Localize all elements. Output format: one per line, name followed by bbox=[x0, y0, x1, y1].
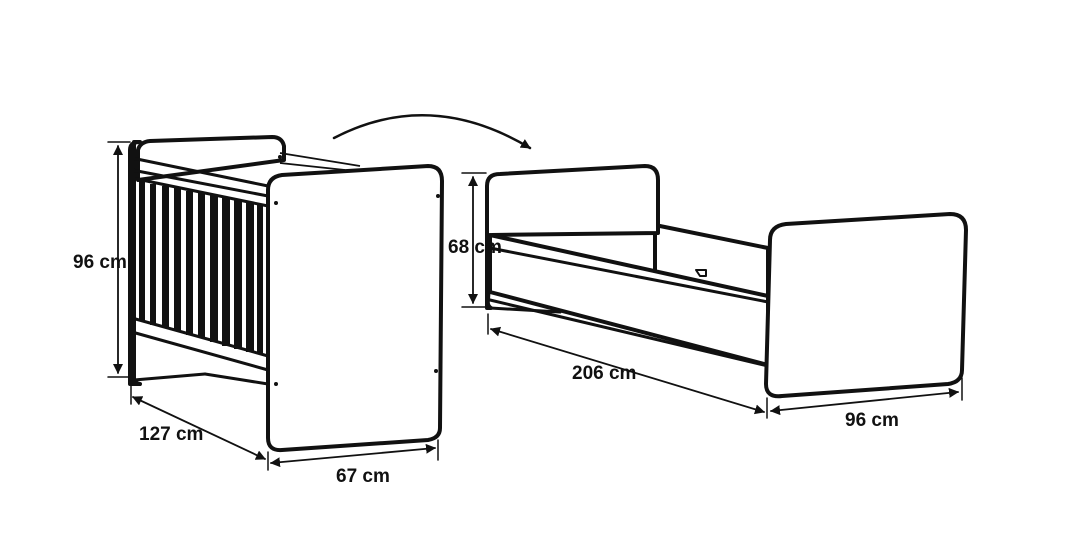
bed-headboard bbox=[485, 164, 660, 310]
crib-slats bbox=[139, 181, 263, 354]
crib-screws bbox=[274, 155, 440, 386]
bed-dimension-lines bbox=[461, 172, 963, 419]
crib-height-label: 96 cm bbox=[73, 252, 127, 273]
crib-drawing bbox=[128, 135, 444, 453]
crib-back-rail bbox=[279, 152, 361, 171]
crib-front-end-panel bbox=[266, 164, 444, 453]
crib-width-label: 67 cm bbox=[336, 466, 390, 487]
bed-width-label: 96 cm bbox=[845, 410, 899, 431]
crib-dimension-lines bbox=[107, 141, 439, 471]
crib-length-label: 127 cm bbox=[139, 424, 204, 445]
crib-back-headboard bbox=[136, 135, 286, 182]
bed-footboard bbox=[764, 212, 968, 399]
curved-arrow-right-icon bbox=[332, 114, 532, 150]
bed-drawing bbox=[485, 164, 968, 399]
bed-length-label: 206 cm bbox=[572, 363, 637, 384]
bed-height-label: 68 cm bbox=[448, 237, 502, 258]
crib-side-frame bbox=[130, 148, 270, 386]
